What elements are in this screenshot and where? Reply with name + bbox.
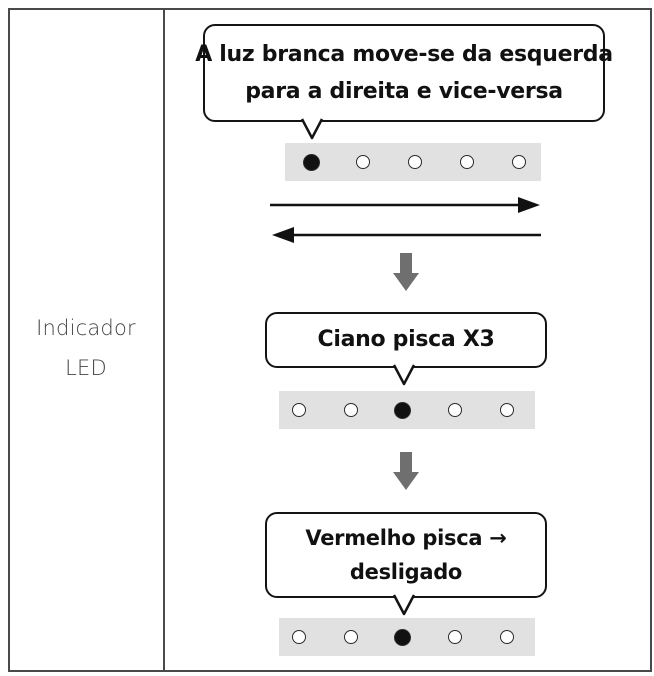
down-arrow-icon-2 xyxy=(393,452,419,490)
step-2-led-4 xyxy=(448,403,462,417)
step-2-led-2 xyxy=(344,403,358,417)
row-label-cell: Indicador LED xyxy=(8,8,164,672)
step-3-led-strip xyxy=(279,618,535,656)
step-3-text-line-1: Vermelho pisca → xyxy=(305,526,507,550)
step-1-bubble: A luz branca move-se da esquerda para a … xyxy=(195,24,613,122)
step-3-led-2 xyxy=(344,630,358,644)
step-3-led-3 xyxy=(393,628,411,646)
column-divider xyxy=(163,8,165,672)
step-1-led-strip xyxy=(285,143,541,181)
indicator-table xyxy=(8,8,652,672)
step-2-led-3 xyxy=(393,401,411,419)
step-3-bubble: Vermelho pisca → desligado xyxy=(265,512,547,598)
step-1-led-3 xyxy=(408,155,422,169)
step-1-text-line-2: para a direita e vice-versa xyxy=(245,79,563,104)
left-arrow-icon xyxy=(272,227,541,243)
step-3-text-line-2: desligado xyxy=(349,560,463,584)
right-arrow-icon xyxy=(270,197,540,213)
step-1-led-2 xyxy=(356,155,370,169)
step-2-bubble-tail xyxy=(392,364,416,386)
step-2-text-line-1: Ciano pisca X3 xyxy=(317,327,495,352)
step-2-led-strip xyxy=(279,391,535,429)
step-1-led-5 xyxy=(512,155,526,169)
row-label-line-2: LED xyxy=(65,356,107,380)
step-3-bubble-tail xyxy=(392,594,416,616)
step-3-led-5 xyxy=(500,630,514,644)
step-1-led-1 xyxy=(302,153,320,171)
step-2-led-1 xyxy=(292,403,306,417)
step-3-led-4 xyxy=(448,630,462,644)
step-2-led-5 xyxy=(500,403,514,417)
step-1-text-line-1: A luz branca move-se da esquerda xyxy=(195,42,613,67)
step-2-bubble: Ciano pisca X3 xyxy=(265,312,547,368)
step-3-led-1 xyxy=(292,630,306,644)
step-1-bubble-tail xyxy=(300,118,324,140)
step-1-led-4 xyxy=(460,155,474,169)
row-label-line-1: Indicador xyxy=(36,316,136,340)
down-arrow-icon-1 xyxy=(393,253,419,291)
